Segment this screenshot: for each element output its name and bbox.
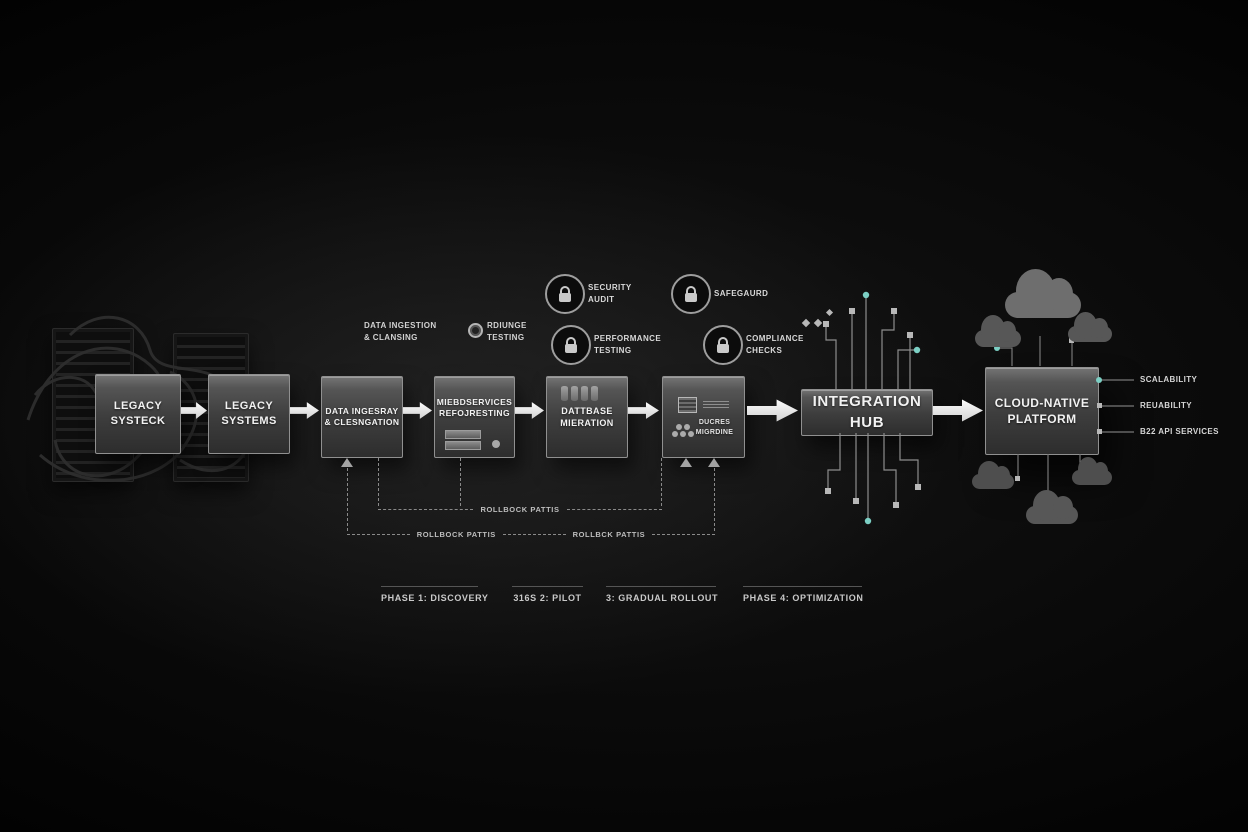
checklist-icon [678,397,697,414]
lock-badge [545,274,585,314]
lock-badge [671,274,711,314]
rollback-connector [460,458,461,506]
rollback-path: ROLLBOCK PATTIS ROLLBCK PATTIS [347,530,715,539]
flow-arrow-icon [403,402,432,419]
flow-box-label: DATTBASE MIERATION [560,405,614,428]
rollback-label: ROLLBOCK PATTIS [416,530,496,539]
flow-box-label: LEGACY SYSTEMS [221,400,277,427]
flow-box-label: MIEBDSERVICES REFOJRESTING [436,396,513,418]
phase-label-gradual-rollout: 3: GRADUAL ROLLOUT [606,586,718,603]
cloud-icon [975,315,1021,347]
flow-box-migration-checklist: DUCRES MIGRDINE [662,376,745,458]
cloud-icon [1026,490,1078,524]
phase-label-pilot: 316S 2: PILOT [512,586,583,603]
flow-box-data-ingestion: DATA INGESRAY & CLESNGATION [321,376,403,458]
flow-box-database-migration: DATTBASE MIERATION [546,376,628,458]
flow-box-cloud-native-platform: CLOUD-NATIVE PLATFORM [985,367,1099,455]
cloud-icon [1005,269,1081,318]
cloud-icon [972,460,1014,489]
server-bar-icon [445,441,481,450]
lock-icon [685,285,697,302]
rollback-connector [661,458,662,506]
rollback-label: ROLLBOCK PATTIS [480,505,560,514]
flow-box-legacy-systeck: LEGACY SYSTECK [95,374,181,454]
badge-label: SECURITY AUDIT [588,283,632,304]
flow-box-integration-hub: INTEGRATION HUB [801,389,933,436]
flow-arrow-icon [747,399,798,422]
flow-box-microservices: MIEBDSERVICES REFOJRESTING [434,376,515,458]
flow-box-label: DATA INGESRAY & CLESNGATION [324,405,400,427]
flow-arrow-icon [290,402,319,419]
flow-arrow-icon [628,402,659,419]
badge-label: COMPLIANCE CHECKS [746,334,804,355]
lock-icon [717,336,729,353]
badge-label: PERFORMANCE TESTING [594,334,662,355]
gear-icon [468,323,483,338]
status-dot-icon [492,440,500,448]
flow-box-label: INTEGRATION HUB [812,393,922,431]
capability-label-scalability: SCALABILITY [1140,375,1198,384]
lock-badge [551,325,591,365]
lock-icon [559,285,571,302]
rollback-label: ROLLBCK PATTIS [572,530,646,539]
hex-cluster-icon [675,423,682,430]
phase-label-discovery: PHASE 1: DISCOVERY [381,586,488,603]
cloud-icon [1072,456,1112,485]
database-columns-icon [561,386,598,401]
flow-box-legacy-systems: LEGACY SYSTEMS [208,374,290,454]
rollback-connector [378,458,379,506]
testing-annotation: RDIUNGE TESTING [487,321,527,342]
rollback-arrowhead-icon [341,458,353,467]
rollback-arrowhead-icon [680,458,692,467]
server-bar-icon [445,430,481,439]
phase-label-optimization: PHASE 4: OPTIMIZATION [743,586,863,603]
capability-label-api-services: B22 API SERVICES [1140,427,1219,436]
flow-box-label: DUCRES MIGRDINE [695,419,734,436]
rollback-arrowhead-icon [708,458,720,467]
data-ingestion-annotation: DATA INGESTION & CLANSING [364,321,437,342]
capability-label-reliability: REUABILITY [1140,401,1192,410]
flow-arrow-icon [933,399,983,422]
flow-box-label: LEGACY SYSTECK [110,400,166,427]
rollback-path: ROLLBOCK PATTIS [378,505,663,514]
lock-badge [703,325,743,365]
flow-arrow-icon [515,402,544,419]
fine-print-lines [703,400,729,410]
rollback-connector [714,468,715,531]
rollback-connector [347,468,348,531]
cloud-icon [1068,311,1112,342]
flow-box-label: CLOUD-NATIVE PLATFORM [994,395,1090,426]
badge-label: SAFEGAURD [714,289,769,298]
lock-icon [565,336,577,353]
